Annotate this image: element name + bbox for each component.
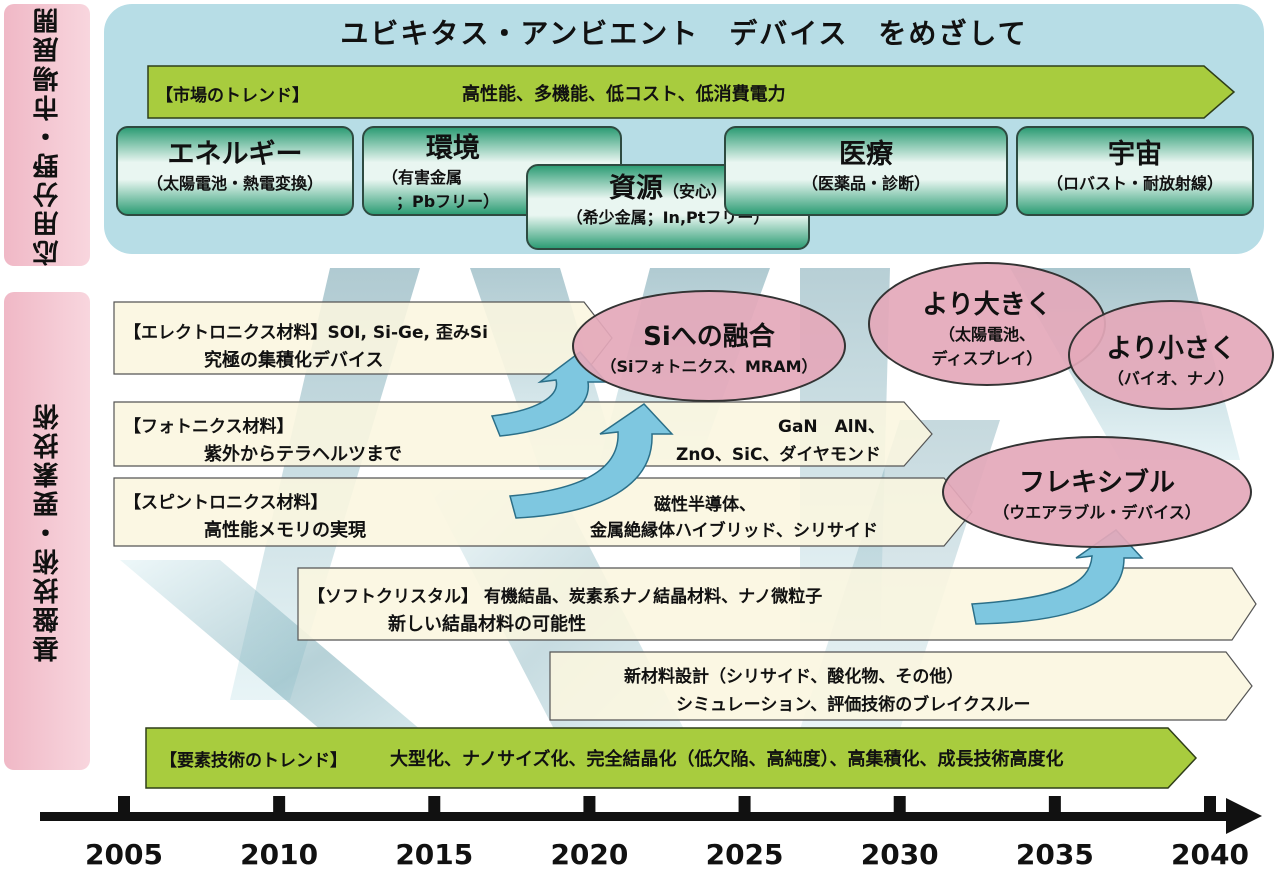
row-spintronics-label: 【スピントロニクス材料】 <box>124 493 328 513</box>
row-spintronics-sub: 高性能メモリの実現 <box>204 520 366 541</box>
row-spintronics-right1: 磁性半導体、 <box>654 495 756 515</box>
row-spintronics-right2: 金属絶縁体ハイブリッド、シリサイド <box>590 521 878 541</box>
bubble-flexible-sub: （ウエアラブル・デバイス） <box>993 503 1201 522</box>
row-electronics-sub: 究極の集積化デバイス <box>204 350 384 371</box>
market-trend-text: 高性能、多機能、低コスト、低消費電力 <box>462 84 786 105</box>
market-trend-arrow <box>147 65 1236 119</box>
field-energy-sub: （太陽電池・熱電変換） <box>146 173 323 193</box>
element-trend-arrow <box>145 727 1198 789</box>
field-medical: 医療 （医薬品・診断） <box>724 126 1008 216</box>
field-space-sub: （ロバスト・耐放射線） <box>1046 173 1223 193</box>
timeline-tick-2030 <box>893 796 906 816</box>
element-trend-label: 【要素技術のトレンド】 <box>160 751 347 771</box>
foundation-side-label: 基盤技術・要素技術 <box>4 292 90 770</box>
bubble-bigger-sub2: ディスプレイ） <box>931 349 1043 368</box>
timeline-tick-2005 <box>118 796 130 816</box>
diagram-title: ユビキタス・アンビエント デバイス をめざして <box>340 17 1028 50</box>
field-energy: エネルギー （太陽電池・熱電変換） <box>116 126 354 216</box>
timeline-year-2035: 2035 <box>1015 838 1094 871</box>
timeline-year-2015: 2015 <box>395 838 474 871</box>
field-environment-name: 環境 <box>426 133 480 164</box>
field-medical-name: 医療 <box>839 139 893 170</box>
row-newdesign-sub: シミュレーション、評価技術のブレイクスルー <box>676 695 1031 715</box>
timeline-year-2025: 2025 <box>705 838 784 871</box>
timeline-year-2040: 2040 <box>1171 838 1249 871</box>
bubble-smaller-sub: （バイオ、ナノ） <box>1107 369 1235 388</box>
curved-arrow-1 <box>490 350 608 437</box>
row-softcrystal-sub: 新しい結晶材料の可能性 <box>388 614 586 635</box>
field-environment-sub1: （有害金属 <box>382 167 463 187</box>
timeline-ticks <box>118 796 1216 816</box>
row-photonics-right2: ZnO、SiC、ダイヤモンド <box>676 445 881 465</box>
field-resources-suffix: （安心） <box>662 182 727 201</box>
timeline-tick-2040 <box>1204 796 1216 816</box>
bubble-flexible: フレキシブル （ウエアラブル・デバイス） <box>942 436 1252 548</box>
timeline-tick-2025 <box>738 796 751 816</box>
bubble-si-sub: （Siフォトニクス、MRAM） <box>600 357 818 376</box>
field-resources-sub: （希少金属；In,Ptフリー） <box>566 207 770 227</box>
timeline-tick-2020 <box>583 796 596 816</box>
timeline-year-2030: 2030 <box>860 838 939 871</box>
row-photonics-sub: 紫外からテラヘルツまで <box>204 444 402 465</box>
timeline-tick-2015 <box>428 796 441 816</box>
bubble-smaller-title: より小さく <box>1106 334 1236 364</box>
timeline-axis <box>40 812 1230 821</box>
curved-arrow-2 <box>509 403 674 519</box>
bubble-si-integration: Siへの融合 （Siフォトニクス、MRAM） <box>572 290 846 402</box>
timeline-year-2010: 2010 <box>240 838 319 871</box>
row-newdesign-label: 新材料設計（シリサイド、酸化物、その他） <box>624 667 964 687</box>
row-arrow-newdesign <box>549 651 1253 721</box>
band-7 <box>120 560 480 780</box>
bubble-bigger: より大きく （太陽電池、 ディスプレイ） <box>868 262 1106 386</box>
field-space-name: 宇宙 <box>1108 139 1162 170</box>
market-trend-label: 【市場のトレンド】 <box>156 86 309 106</box>
bubble-smaller: より小さく （バイオ、ナノ） <box>1068 300 1274 410</box>
bubble-flexible-title: フレキシブル <box>1018 468 1175 498</box>
curved-arrow-3 <box>971 529 1144 625</box>
bubble-bigger-sub1: （太陽電池、 <box>938 325 1035 344</box>
row-photonics-label: 【フォトニクス材料】 <box>124 417 294 437</box>
timeline-arrowhead <box>1226 798 1262 834</box>
timeline-tick-2035 <box>1048 796 1061 816</box>
timeline-tick-2010 <box>273 796 286 816</box>
timeline-year-2005: 2005 <box>85 838 163 871</box>
field-resources-name: 資源 <box>608 173 663 204</box>
row-electronics-label: 【エレクトロニクス材料】SOI, Si-Ge, 歪みSi <box>124 323 488 343</box>
row-arrow-photonics <box>113 401 933 467</box>
field-space: 宇宙 （ロバスト・耐放射線） <box>1016 126 1254 216</box>
bubble-bigger-title: より大きく <box>922 290 1052 320</box>
element-trend-text: 大型化、ナノサイズ化、完全結晶化（低欠陥、高純度）、高集積化、成長技術高度化 <box>390 749 1064 770</box>
field-environment-sub2: ；Pbフリー） <box>396 191 500 211</box>
row-softcrystal-label: 【ソフトクリスタル】 有機結晶、炭素系ナノ結晶材料、ナノ微粒子 <box>308 587 823 607</box>
bubble-si-title: Siへの融合 <box>643 322 775 352</box>
field-energy-name: エネルギー <box>167 139 303 170</box>
row-photonics-right1: GaN AlN、 <box>778 417 885 437</box>
timeline-year-2020: 2020 <box>550 838 629 871</box>
application-side-label: 応用分野・市場展開 <box>4 4 90 266</box>
field-medical-sub: （医薬品・診断） <box>801 173 930 193</box>
